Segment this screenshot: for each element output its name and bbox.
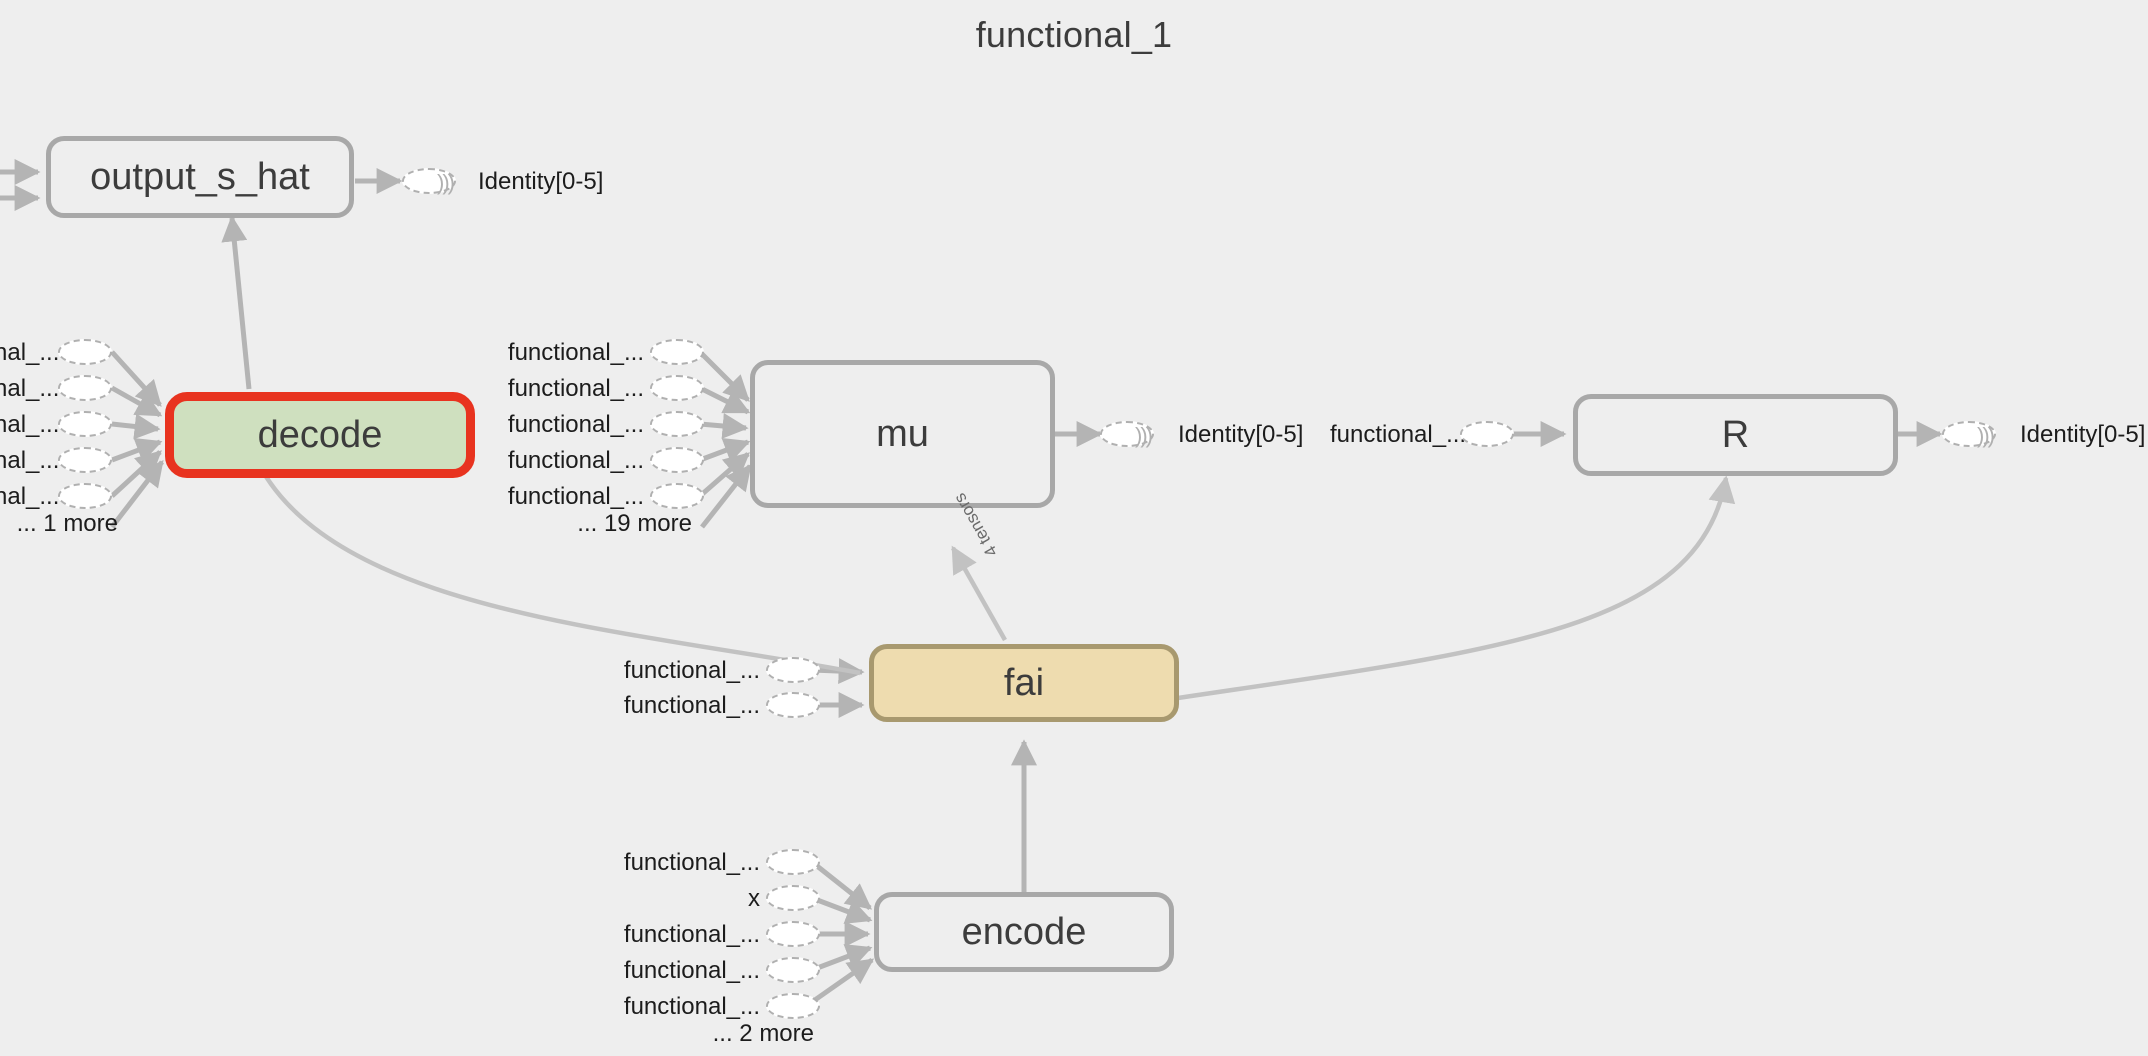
input-label-encode-2: functional_... [623, 921, 760, 948]
tensor-pill-fai-0 [766, 657, 820, 683]
tensor-pill-mu-0 [650, 339, 704, 365]
input-label-mu-0: functional_... [507, 339, 644, 366]
node-output-s-hat[interactable]: output_s_hat [46, 136, 354, 218]
input-label-encode-1: x [748, 885, 760, 912]
identity-label-output-s-hat: Identity[0-5] [478, 168, 604, 195]
tensor-pill-mu-output [1100, 421, 1154, 447]
input-label-decode-4: nal_... [0, 483, 60, 510]
node-decode[interactable]: decode [165, 392, 475, 478]
input-label-mu-2: functional_... [507, 411, 644, 438]
input-label-encode-3: functional_... [623, 957, 760, 984]
stack-mark-r-output: ))) [1977, 423, 1995, 448]
stack-mark-output-s-hat: ))) [437, 170, 455, 195]
input-label-mu-3: functional_... [507, 447, 644, 474]
tensor-pill-r-output [1942, 421, 1996, 447]
page-title: functional_1 [975, 14, 1173, 55]
input-label-decode-3: nal_... [0, 447, 60, 474]
tensor-pill-decode-0 [58, 339, 112, 365]
node-r[interactable]: R [1573, 394, 1898, 476]
input-label-decode-0: nal_... [0, 339, 60, 366]
input-label-fai-0: functional_... [623, 657, 760, 684]
node-label: fai [1003, 661, 1045, 704]
tensor-pill-mu-3 [650, 447, 704, 473]
node-label: decode [257, 413, 383, 456]
stack-mark-mu-output: ))) [1135, 423, 1153, 448]
input-label-encode-4: functional_... [623, 993, 760, 1020]
node-label: encode [961, 910, 1087, 953]
tensor-pill-encode-0 [766, 849, 820, 875]
node-label: mu [876, 412, 929, 455]
node-label: output_s_hat [90, 155, 310, 198]
node-encode[interactable]: encode [874, 892, 1174, 972]
input-more-mu: ... 19 more [577, 510, 692, 537]
node-mu[interactable]: mu [750, 360, 1055, 508]
tensor-pill-mu-1 [650, 375, 704, 401]
input-more-decode: ... 1 more [16, 510, 118, 537]
tensor-pill-fai-1 [766, 692, 820, 718]
identity-label-r: Identity[0-5] [2020, 421, 2146, 448]
tensor-pill-decode-4 [58, 483, 112, 509]
tensor-pill-mu-4 [650, 483, 704, 509]
input-label-mu-4: functional_... [507, 483, 644, 510]
tensor-pill-encode-3 [766, 957, 820, 983]
input-label-decode-1: nal_... [0, 375, 60, 402]
input-label-mu-1: functional_... [507, 375, 644, 402]
tensor-pill-mu-2 [650, 411, 704, 437]
tensor-pill-r-input [1460, 421, 1514, 447]
tensor-pill-encode-4 [766, 993, 820, 1019]
tensor-pill-decode-2 [58, 411, 112, 437]
tensor-pill-encode-2 [766, 921, 820, 947]
identity-label-mu: Identity[0-5] [1178, 421, 1304, 448]
tensor-pill-decode-1 [58, 375, 112, 401]
tensor-pill-decode-3 [58, 447, 112, 473]
tensor-pill-output-s-hat [402, 168, 456, 194]
input-label-fai-1: functional_... [623, 692, 760, 719]
tensor-pill-encode-1 [766, 885, 820, 911]
input-label-encode-0: functional_... [623, 849, 760, 876]
input-label-r-0: functional_... [1330, 421, 1467, 448]
input-label-decode-2: nal_... [0, 411, 60, 438]
node-fai[interactable]: fai [869, 644, 1179, 722]
input-more-encode: ... 2 more [712, 1020, 814, 1047]
node-label: R [1721, 413, 1750, 456]
